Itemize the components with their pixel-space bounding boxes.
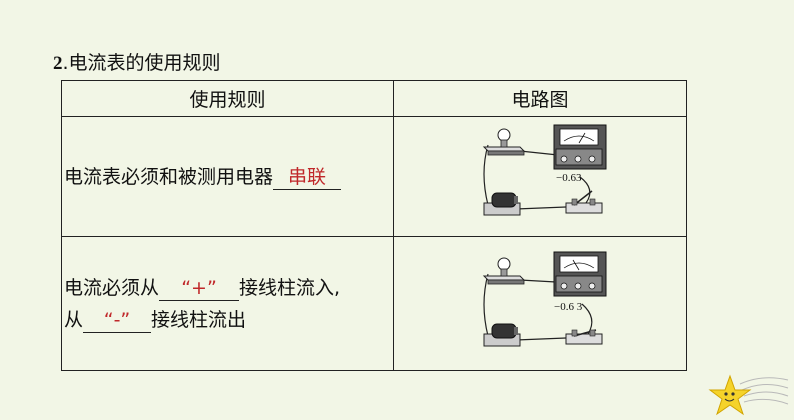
meter-terminal-label: −0.6 3 bbox=[554, 301, 583, 313]
rule-cell-1: 电流表必须和被测用电器串联 bbox=[60, 116, 395, 237]
battery-icon bbox=[483, 192, 521, 215]
meter-terminal-label: −0.63 bbox=[556, 172, 582, 184]
rule-cell-2: 电流必须从 “+” 接线柱流入, 从 “-” 接线柱流出 bbox=[60, 236, 395, 371]
rule-line-2: 从 “-” 接线柱流出 bbox=[64, 304, 393, 336]
answer-text: “+” bbox=[181, 276, 217, 299]
section-heading: 2.电流表的使用规则 bbox=[53, 50, 221, 77]
section-title: .电流表的使用规则 bbox=[62, 52, 221, 74]
answer-blank: “-” bbox=[83, 308, 152, 333]
rule-text: 接线柱流出 bbox=[151, 308, 247, 331]
answer-blank: “+” bbox=[159, 276, 240, 301]
rule-text: 电流必须从 bbox=[64, 276, 160, 299]
rule-text: 接线柱流入, bbox=[239, 276, 341, 299]
header-rules: 使用规则 bbox=[60, 80, 395, 117]
switch-icon bbox=[565, 189, 603, 213]
ammeter-icon bbox=[553, 251, 607, 296]
circuit-cell-1: −0.63 bbox=[393, 116, 687, 237]
table-header-row: 使用规则 电路图 bbox=[60, 80, 687, 117]
header-circuit: 电路图 bbox=[393, 80, 687, 117]
table-row: 电流必须从 “+” 接线柱流入, 从 “-” 接线柱流出 bbox=[60, 236, 687, 371]
bulb-icon bbox=[482, 128, 526, 155]
bulb-icon bbox=[482, 257, 526, 284]
circuit-cell-2: −0.6 3 bbox=[393, 236, 687, 371]
rules-table: 使用规则 电路图 电流表必须和被测用电器串联 bbox=[60, 80, 687, 371]
switch-icon bbox=[565, 328, 603, 344]
circuit-diagram: −0.63 bbox=[482, 124, 607, 215]
table-row: 电流表必须和被测用电器串联 bbox=[60, 116, 687, 237]
rule-text: 电流表必须和被测用电器 bbox=[64, 165, 274, 188]
section-number: 2 bbox=[53, 53, 63, 74]
answer-blank: 串联 bbox=[273, 165, 342, 190]
rule-text: 从 bbox=[64, 308, 84, 331]
ammeter-icon bbox=[553, 124, 607, 169]
circuit-diagram: −0.6 3 bbox=[482, 251, 607, 346]
battery-icon bbox=[483, 323, 521, 346]
answer-text: 串联 bbox=[288, 165, 327, 188]
star-icon bbox=[708, 374, 789, 416]
rule-line-1: 电流必须从 “+” 接线柱流入, bbox=[64, 272, 393, 304]
answer-text: “-” bbox=[103, 308, 131, 331]
